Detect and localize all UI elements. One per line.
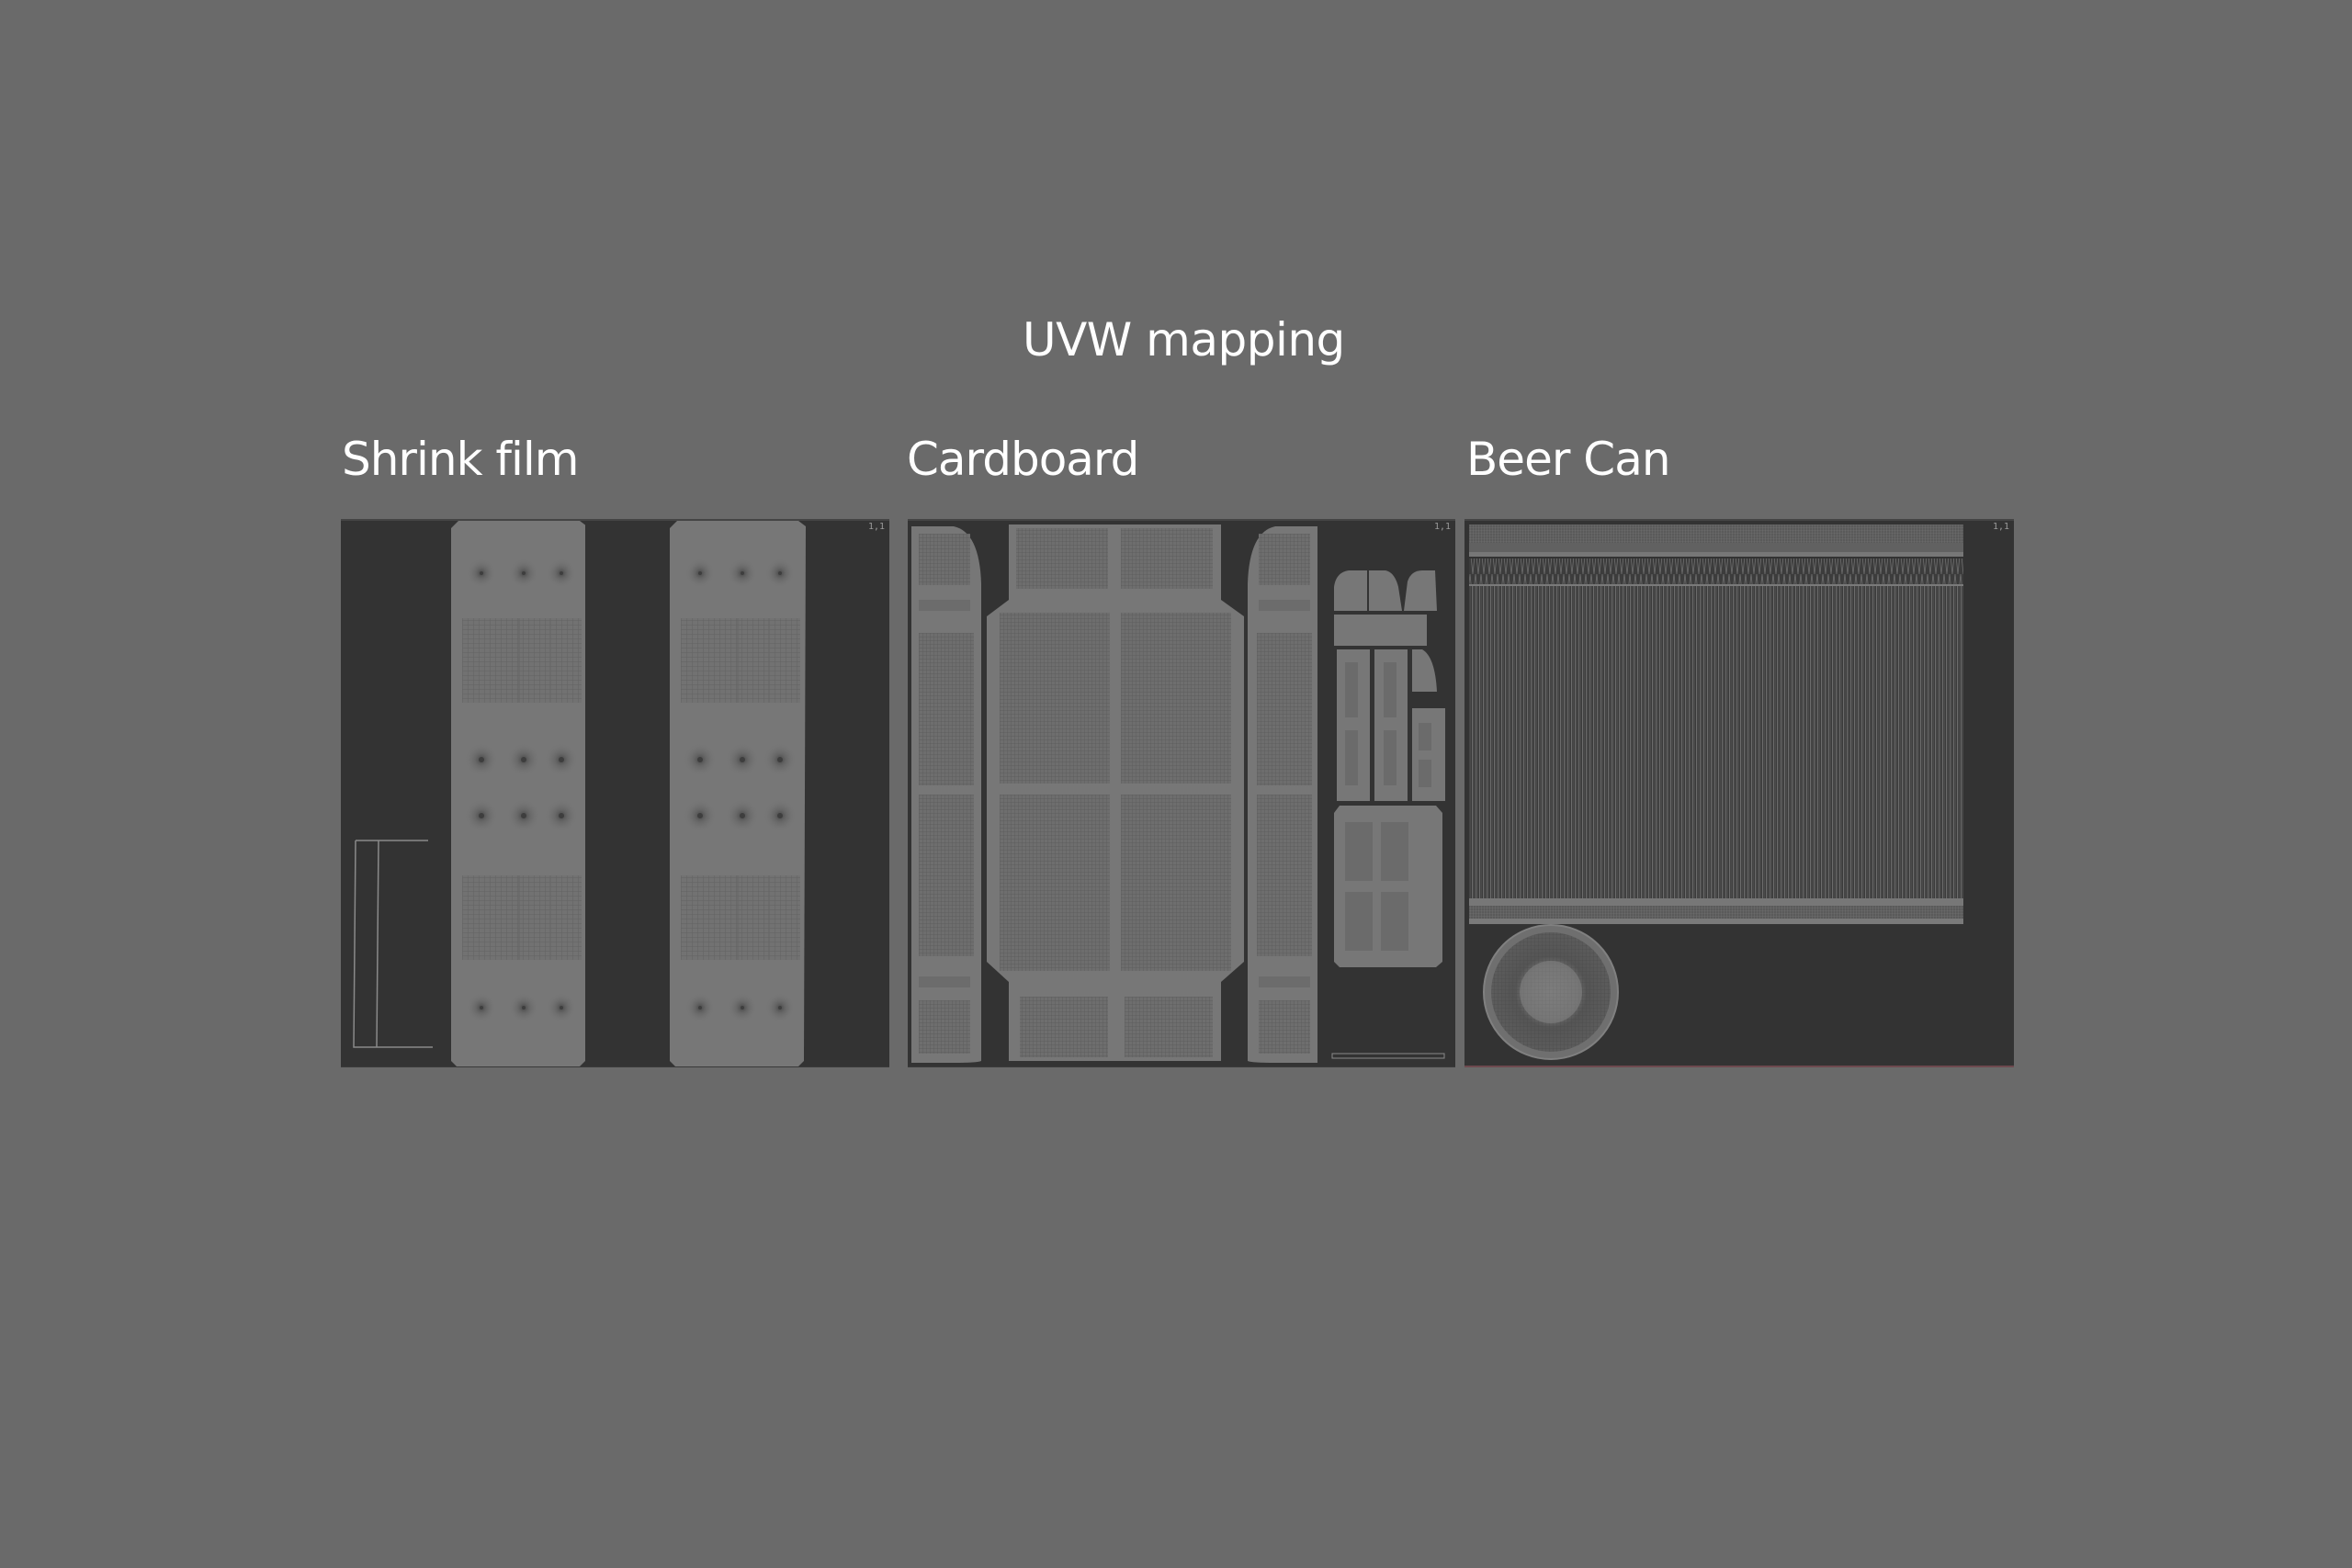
shrink-film-shell-left [450, 520, 588, 1067]
shrink-film-uv-layout [353, 520, 807, 1067]
beer-can-uv-layout [1469, 525, 1963, 1060]
uv-panel-shrink-film: 1,1 [341, 519, 889, 1067]
uv-corner-coordinate: 1,1 [867, 522, 885, 532]
shrink-film-shell-right [669, 520, 807, 1067]
uv-corner-coordinate: 1,1 [1992, 522, 2009, 532]
uv-panel-cardboard: 1,1 [908, 519, 1455, 1067]
section-label-cardboard: Cardboard [907, 433, 1139, 486]
page-title: UVW mapping [1023, 313, 1345, 367]
cardboard-uv-layout [911, 525, 1445, 1063]
panel-bottom-accent-line [1464, 1066, 2014, 1067]
section-label-beer-can: Beer Can [1466, 433, 1671, 486]
uv-corner-coordinate: 1,1 [1433, 522, 1451, 532]
uv-panel-beer-can: 1,1 [1464, 519, 2014, 1067]
section-label-shrink-film: Shrink film [342, 433, 580, 486]
